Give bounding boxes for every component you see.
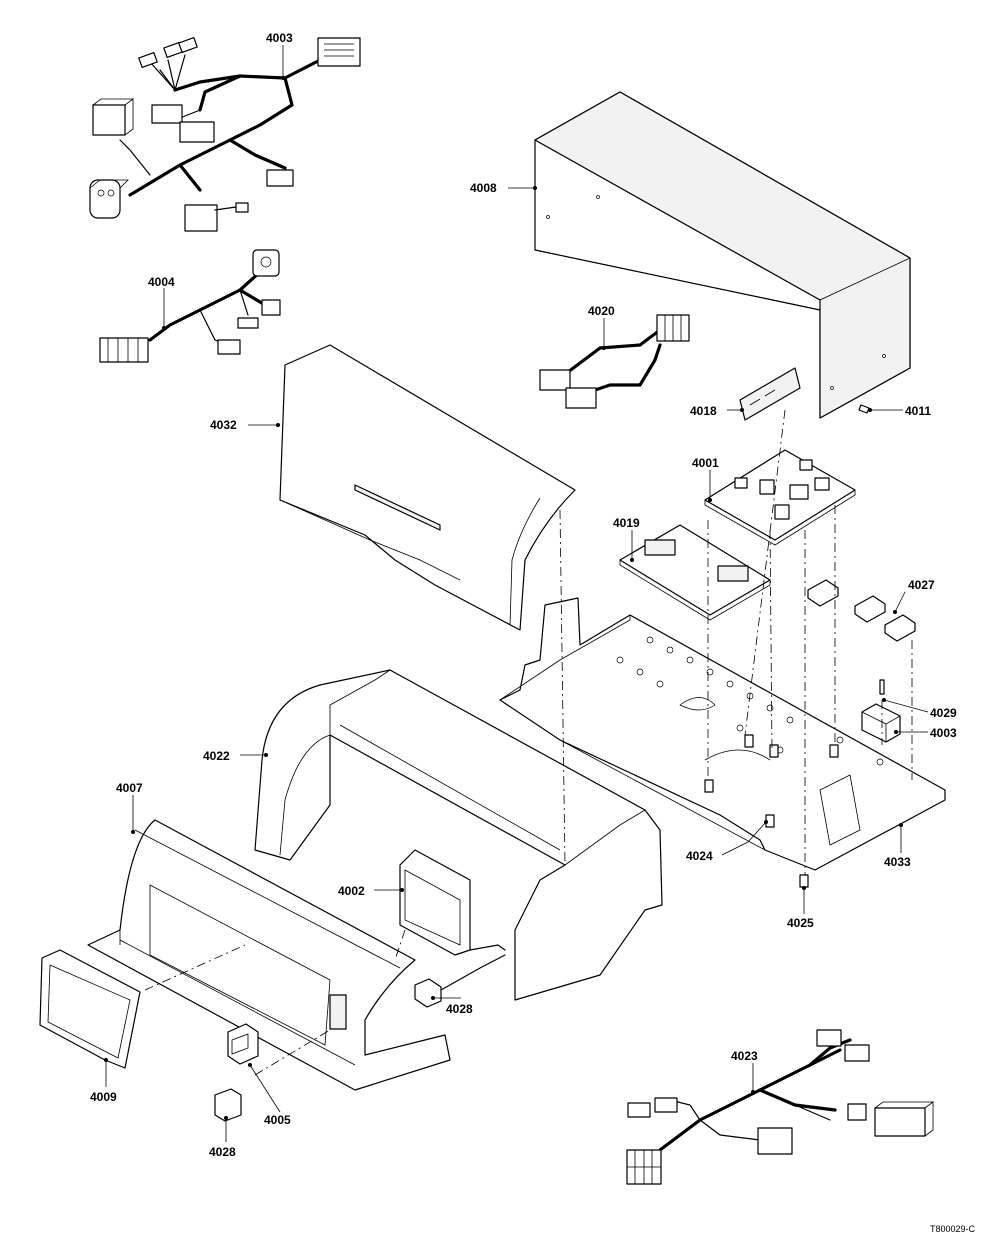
board-4018 bbox=[739, 367, 801, 421]
callout-4032: 4032 bbox=[210, 418, 237, 432]
callout-4002: 4002 bbox=[338, 884, 365, 898]
callout-4008: 4008 bbox=[470, 181, 497, 195]
screw-4024 bbox=[704, 734, 839, 828]
board-4019 bbox=[619, 524, 771, 621]
callout-4003-right: 4003 bbox=[930, 726, 957, 740]
callout-4004: 4004 bbox=[148, 275, 175, 289]
wiring-harness-4004 bbox=[99, 249, 281, 363]
top-cover-4008 bbox=[534, 91, 911, 419]
bracket-4027 bbox=[807, 579, 916, 642]
callout-4022: 4022 bbox=[203, 749, 230, 763]
callout-4028-bottom: 4028 bbox=[209, 1145, 236, 1159]
chassis-base-4033 bbox=[499, 597, 946, 871]
callout-4003-top: 4003 bbox=[266, 31, 293, 45]
callout-4020: 4020 bbox=[588, 304, 615, 318]
screw-4025 bbox=[799, 874, 809, 888]
wiring-harness-4003 bbox=[89, 36, 361, 232]
callout-4027: 4027 bbox=[908, 578, 935, 592]
front-panel-4007 bbox=[87, 819, 451, 1091]
switch-4005 bbox=[227, 1023, 259, 1065]
switch-block-4003 bbox=[861, 703, 901, 743]
callout-4025: 4025 bbox=[787, 916, 814, 930]
wiring-harness-4023 bbox=[626, 1029, 935, 1185]
display-cover-4009 bbox=[39, 949, 141, 1069]
callout-4029: 4029 bbox=[930, 706, 957, 720]
main-board-4001 bbox=[704, 449, 856, 546]
callout-4001: 4001 bbox=[692, 456, 719, 470]
assembly-lines bbox=[144, 409, 913, 1076]
callout-4033: 4033 bbox=[884, 855, 911, 869]
callout-4024: 4024 bbox=[686, 849, 713, 863]
connector-4028-mid bbox=[414, 954, 506, 1008]
callout-4005: 4005 bbox=[264, 1113, 291, 1127]
display-module-4002 bbox=[399, 849, 506, 956]
connector-4028-bottom bbox=[214, 1088, 242, 1122]
leader-lines bbox=[104, 45, 929, 1142]
callout-4007: 4007 bbox=[116, 781, 143, 795]
callout-4011: 4011 bbox=[905, 404, 931, 418]
callout-4018: 4018 bbox=[690, 404, 717, 418]
side-panel-4032 bbox=[279, 344, 576, 631]
wiring-harness-4020 bbox=[539, 314, 690, 409]
callout-4019: 4019 bbox=[613, 516, 640, 530]
screw-4011 bbox=[858, 404, 870, 414]
callout-4023: 4023 bbox=[731, 1049, 758, 1063]
rear-housing-4022 bbox=[254, 669, 663, 1001]
drawing-reference: T800029-C bbox=[930, 1224, 976, 1234]
callout-4028-mid: 4028 bbox=[446, 1002, 473, 1016]
screw-4029 bbox=[879, 679, 885, 695]
callout-labels: 4003 4008 4004 4020 4032 4018 4011 4001 … bbox=[90, 31, 976, 1234]
callout-4009: 4009 bbox=[90, 1090, 117, 1104]
